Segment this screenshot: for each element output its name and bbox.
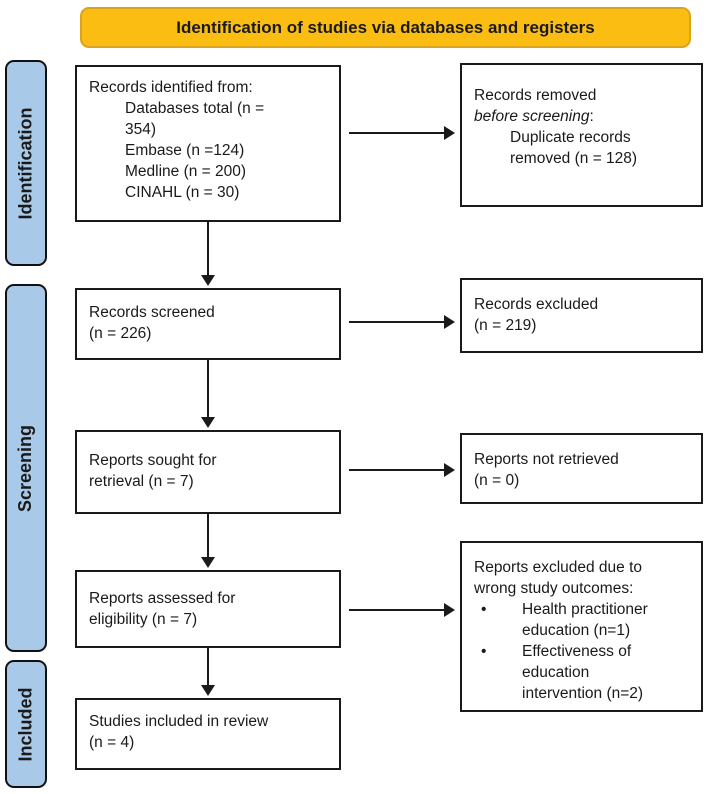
box-reports-assessed: Reports assessed for eligibility (n = 7) [75,570,341,648]
reports-excluded-title: Reports excluded due to wrong study outc… [474,559,643,597]
records-excluded-text: Records excluded (n = 219) [474,296,599,334]
arrow-down-screened-to-sought [201,360,215,428]
stage-bar-included: Included [5,660,47,788]
excluded-bullet-row-2: • Effectiveness of education interventio… [474,641,689,704]
reports-not-retrieved-text: Reports not retrieved (n = 0) [474,451,619,489]
excluded-bullet-2-text: Effectiveness of education intervention … [522,643,644,702]
arrow-head-icon [201,275,215,286]
records-removed-italic: before screening [474,108,590,125]
arrow-head-icon [444,603,455,617]
arrow-shaft [349,321,444,323]
arrow-right-sought-to-not-retrieved [349,463,455,477]
arrow-shaft [349,469,444,471]
stage-label-identification: Identification [15,107,36,219]
records-identified-item-cinahl: CINAHL (n = 30) [125,184,240,201]
box-records-screened: Records screened (n = 226) [75,288,341,360]
banner-title: Identification of studies via databases … [176,17,595,37]
studies-included-text: Studies included in review (n = 4) [89,713,269,751]
records-identified-item-databases: Databases total (n = 354) [125,100,265,138]
bullet-icon: • [481,601,487,618]
stage-label-screening: Screening [15,424,36,512]
bullet-icon: • [481,643,487,660]
box-records-identified: Records identified from: Databases total… [75,65,341,222]
reports-sought-text: Reports sought for retrieval (n = 7) [89,452,217,490]
records-removed-colon: : [589,108,594,125]
arrow-right-identified-to-removed [349,126,455,140]
box-reports-not-retrieved: Reports not retrieved (n = 0) [460,433,703,504]
records-removed-line2: before screening: [474,106,689,127]
box-reports-sought: Reports sought for retrieval (n = 7) [75,430,341,514]
banner-identification-of-studies: Identification of studies via databases … [80,7,691,48]
arrow-down-sought-to-assessed [201,514,215,568]
arrow-right-assessed-to-excluded-outcomes [349,603,455,617]
arrow-shaft [349,609,444,611]
arrow-head-icon [201,685,215,696]
arrow-down-assessed-to-included [201,648,215,696]
arrow-head-icon [201,417,215,428]
stage-label-included: Included [15,686,36,762]
arrow-head-icon [444,126,455,140]
reports-assessed-text: Reports assessed for eligibility (n = 7) [89,590,236,628]
records-identified-item-embase: Embase (n =124) [125,142,245,159]
excluded-bullet-1-text: Health practitioner education (n=1) [522,601,648,639]
box-reports-excluded-outcomes: Reports excluded due to wrong study outc… [460,541,703,712]
arrow-down-identified-to-screened [201,222,215,286]
records-identified-item-medline: Medline (n = 200) [125,163,247,180]
arrow-right-screened-to-excluded [349,315,455,329]
box-records-removed: Records removed before screening: Duplic… [460,63,703,207]
arrow-head-icon [201,557,215,568]
arrow-shaft [207,648,209,685]
stage-bar-identification: Identification [5,60,47,266]
arrow-shaft [207,222,209,275]
arrow-shaft [207,514,209,557]
records-removed-detail: Duplicate records removed (n = 128) [510,129,638,167]
records-screened-text: Records screened (n = 226) [89,304,215,342]
records-removed-line1: Records removed [474,87,597,104]
box-studies-included: Studies included in review (n = 4) [75,698,341,770]
arrow-head-icon [444,315,455,329]
box-records-excluded: Records excluded (n = 219) [460,278,703,353]
stage-bar-screening: Screening [5,284,47,652]
arrow-head-icon [444,463,455,477]
excluded-bullet-row-1: • Health practitioner education (n=1) [474,599,689,641]
arrow-shaft [207,360,209,417]
records-identified-title: Records identified from: [89,79,253,96]
arrow-shaft [349,132,444,134]
